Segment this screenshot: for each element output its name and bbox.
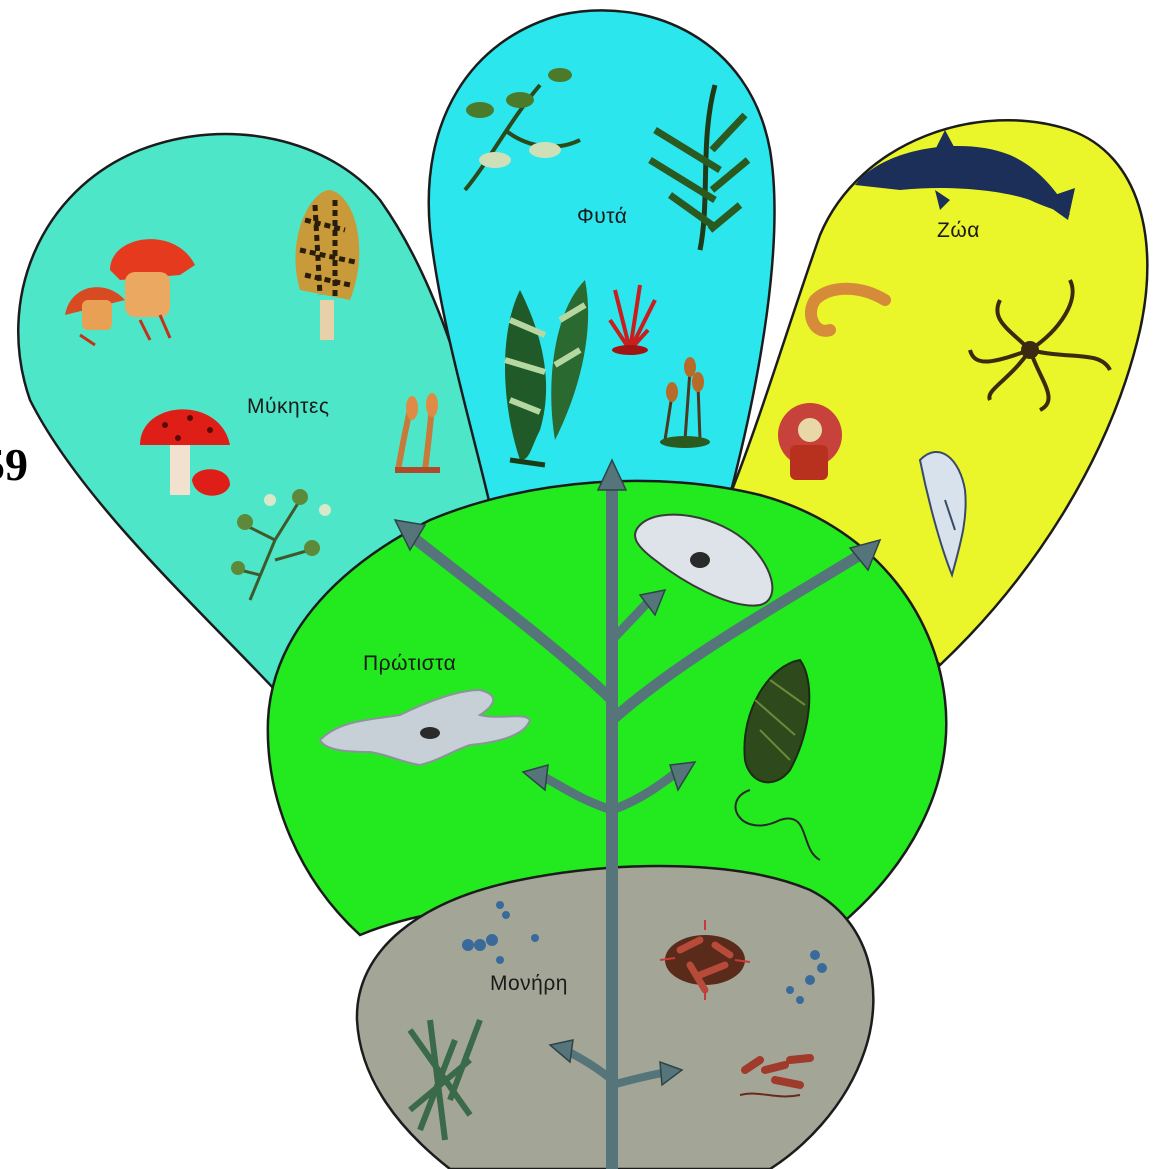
label-plants: Φυτά — [577, 205, 627, 228]
label-fungi: Μύκητες — [247, 395, 329, 418]
page-number: 59 — [0, 439, 28, 490]
label-animals: Ζώα — [937, 219, 980, 242]
plants-region — [429, 10, 775, 505]
label-protists: Πρώτιστα — [363, 652, 456, 675]
label-monera: Μονήρη — [490, 972, 568, 995]
